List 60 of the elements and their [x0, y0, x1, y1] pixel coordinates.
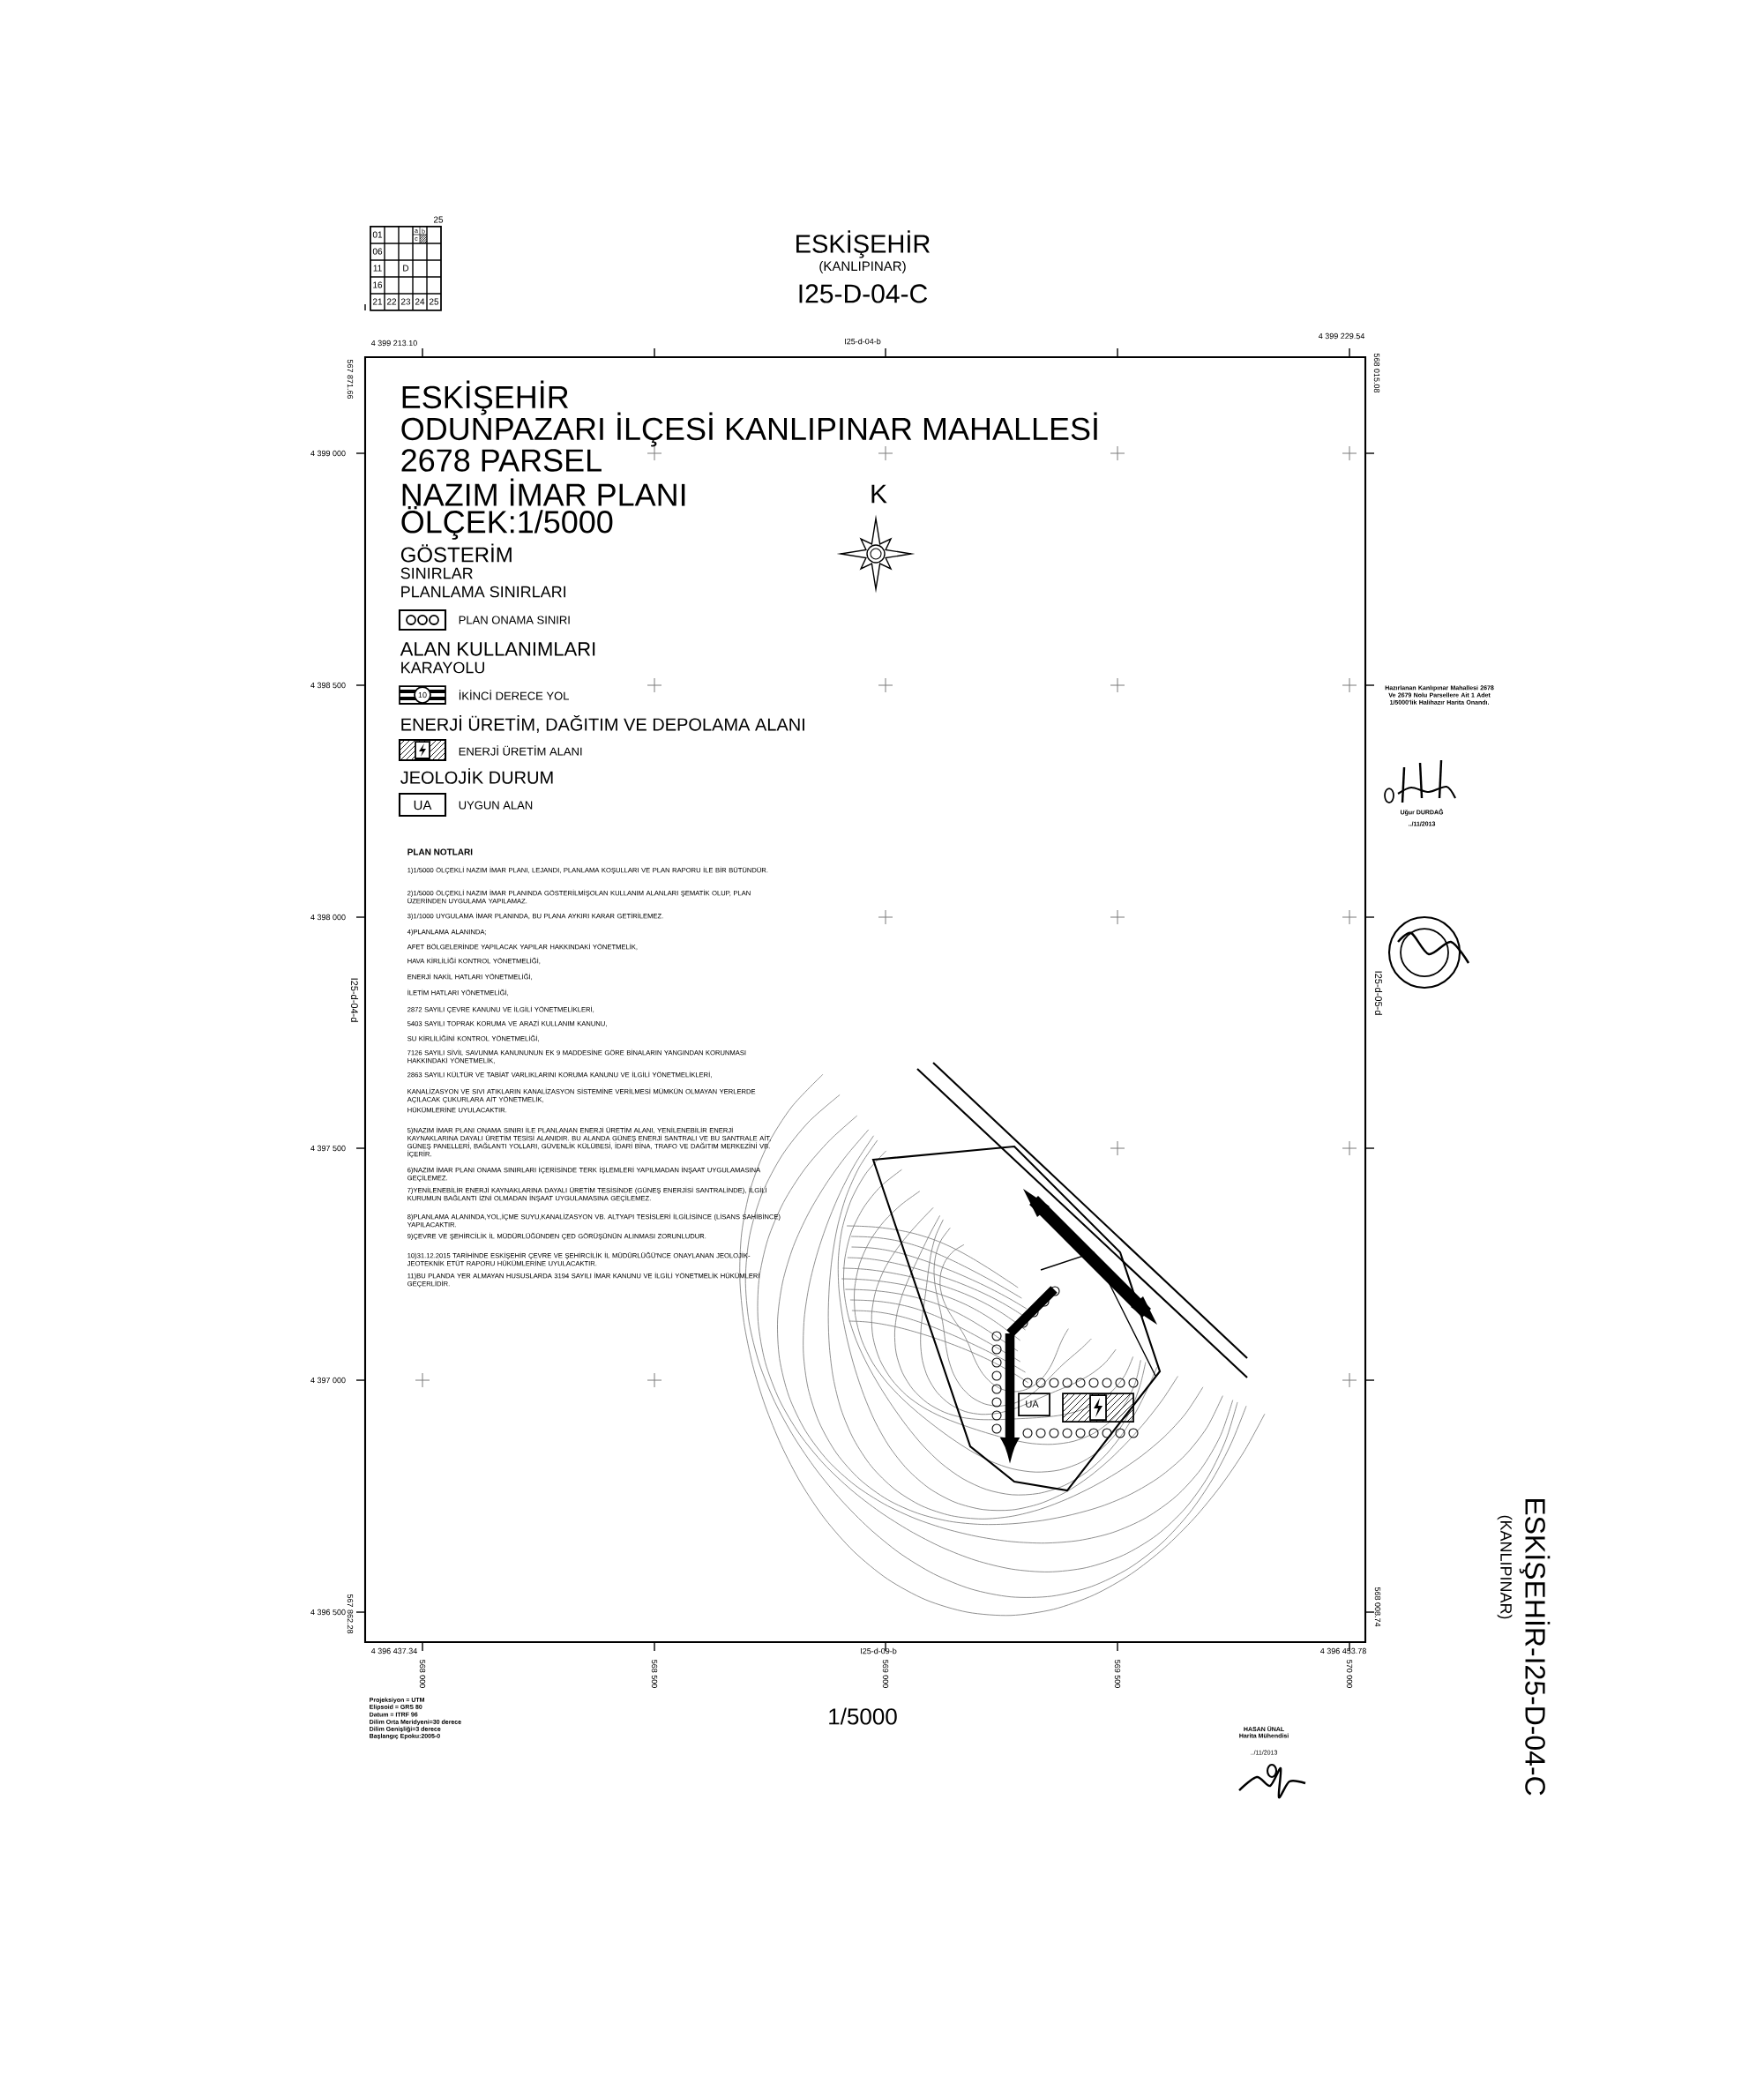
notes-heading: PLAN NOTLARI — [407, 848, 473, 855]
coordinate-label: 568 015.08 — [1373, 353, 1380, 393]
sheet-title: ESKİŞEHİR — [796, 230, 930, 258]
legend-heading: GÖSTERİM — [400, 543, 512, 563]
legend-text: İKİNCİ DERECE YOL — [459, 690, 569, 700]
sheet-code: ESKİŞEHİR-I25-D-04-C — [1519, 1498, 1551, 1796]
coordinate-label: 568 500 — [651, 1660, 658, 1688]
plan-title: ESKİŞEHİR — [402, 380, 569, 415]
coordinate-label: 568 000 — [419, 1660, 426, 1688]
legend-text: ENERJİ ÜRETİM ALANI — [459, 745, 582, 756]
grid-number: 22 — [386, 298, 397, 305]
coordinate-label: 4 398 000 — [310, 914, 346, 921]
coordinate-label: 4 396 500 — [310, 1609, 346, 1616]
grid-number: 24 — [415, 298, 425, 305]
legend-heading: PLANLAMA SINIRLARI — [401, 586, 565, 598]
sheet-subtitle: (KANLIPINAR) — [1497, 1515, 1513, 1619]
plan-title: ÖLÇEK:1/5000 — [401, 506, 613, 540]
legend-heading: SINIRLAR — [400, 567, 473, 579]
area-code: UA — [1026, 1400, 1039, 1408]
sheet-code: I25-d-09-b — [861, 1647, 897, 1654]
coordinate-label: 4 399 229.54 — [1319, 332, 1365, 340]
north-label: K — [871, 484, 887, 504]
road-number: 10 — [418, 691, 427, 698]
scale-label: 1/5000 — [829, 1707, 897, 1725]
grid-number: 16 — [373, 281, 383, 288]
coordinate-label: 569 500 — [1114, 1660, 1121, 1688]
legend-heading: ENERJİ ÜRETİM, DAĞITIM VE DEPOLAMA ALANI — [401, 715, 804, 733]
grid-number: 25 — [433, 216, 444, 223]
coordinate-label: 4 397 000 — [310, 1377, 346, 1384]
coordinate-label: 569 000 — [882, 1660, 889, 1688]
legend-heading: KARAYOLU — [401, 661, 484, 674]
coordinate-label: 570 000 — [1346, 1660, 1353, 1688]
legend-heading: JEOLOJİK DURUM — [400, 768, 553, 784]
sheet-subtitle: (KANLIPINAR) — [819, 261, 906, 273]
legend-text: PLAN ONAMA SINIRI — [459, 616, 570, 624]
grid-number: 21 — [372, 298, 383, 305]
sheet-code: I25-d-04-d — [350, 978, 359, 1022]
coordinate-label: 4 398 500 — [310, 682, 346, 689]
grid-number: 06 — [372, 248, 383, 255]
plan-title: NAZIM İMAR PLANI — [402, 478, 685, 506]
coordinate-label: 4 396 437.34 — [370, 1647, 417, 1654]
coordinate-label: 4 399 000 — [310, 450, 346, 457]
coordinate-label: 568 008.74 — [1374, 1587, 1381, 1627]
grid-number: 25 — [429, 298, 439, 305]
coordinate-label: 567 871.66 — [347, 359, 354, 400]
grid-number: 23 — [400, 298, 411, 305]
coordinate-label: 4 399 213.10 — [370, 340, 417, 347]
sheet-code: I25-d-05-d — [1375, 971, 1383, 1015]
grid-number: D — [403, 265, 409, 272]
coordinate-label: 4 397 500 — [310, 1145, 346, 1152]
legend-heading: ALAN KULLANIMLARI — [400, 642, 595, 656]
legend-code: UA — [414, 800, 432, 810]
coordinate-label: 4 396 453.78 — [1320, 1647, 1366, 1654]
sheet-code: I25-D-04-C — [799, 284, 928, 303]
legend-text: UYGUN ALAN — [459, 801, 533, 810]
coordinate-label: 567 862.28 — [347, 1594, 354, 1634]
grid-number: 11 — [373, 265, 382, 272]
grid-number: 01 — [372, 231, 383, 238]
sheet-code: I25-d-04-b — [845, 338, 881, 345]
plan-title: 2678 PARSEL — [401, 449, 602, 472]
